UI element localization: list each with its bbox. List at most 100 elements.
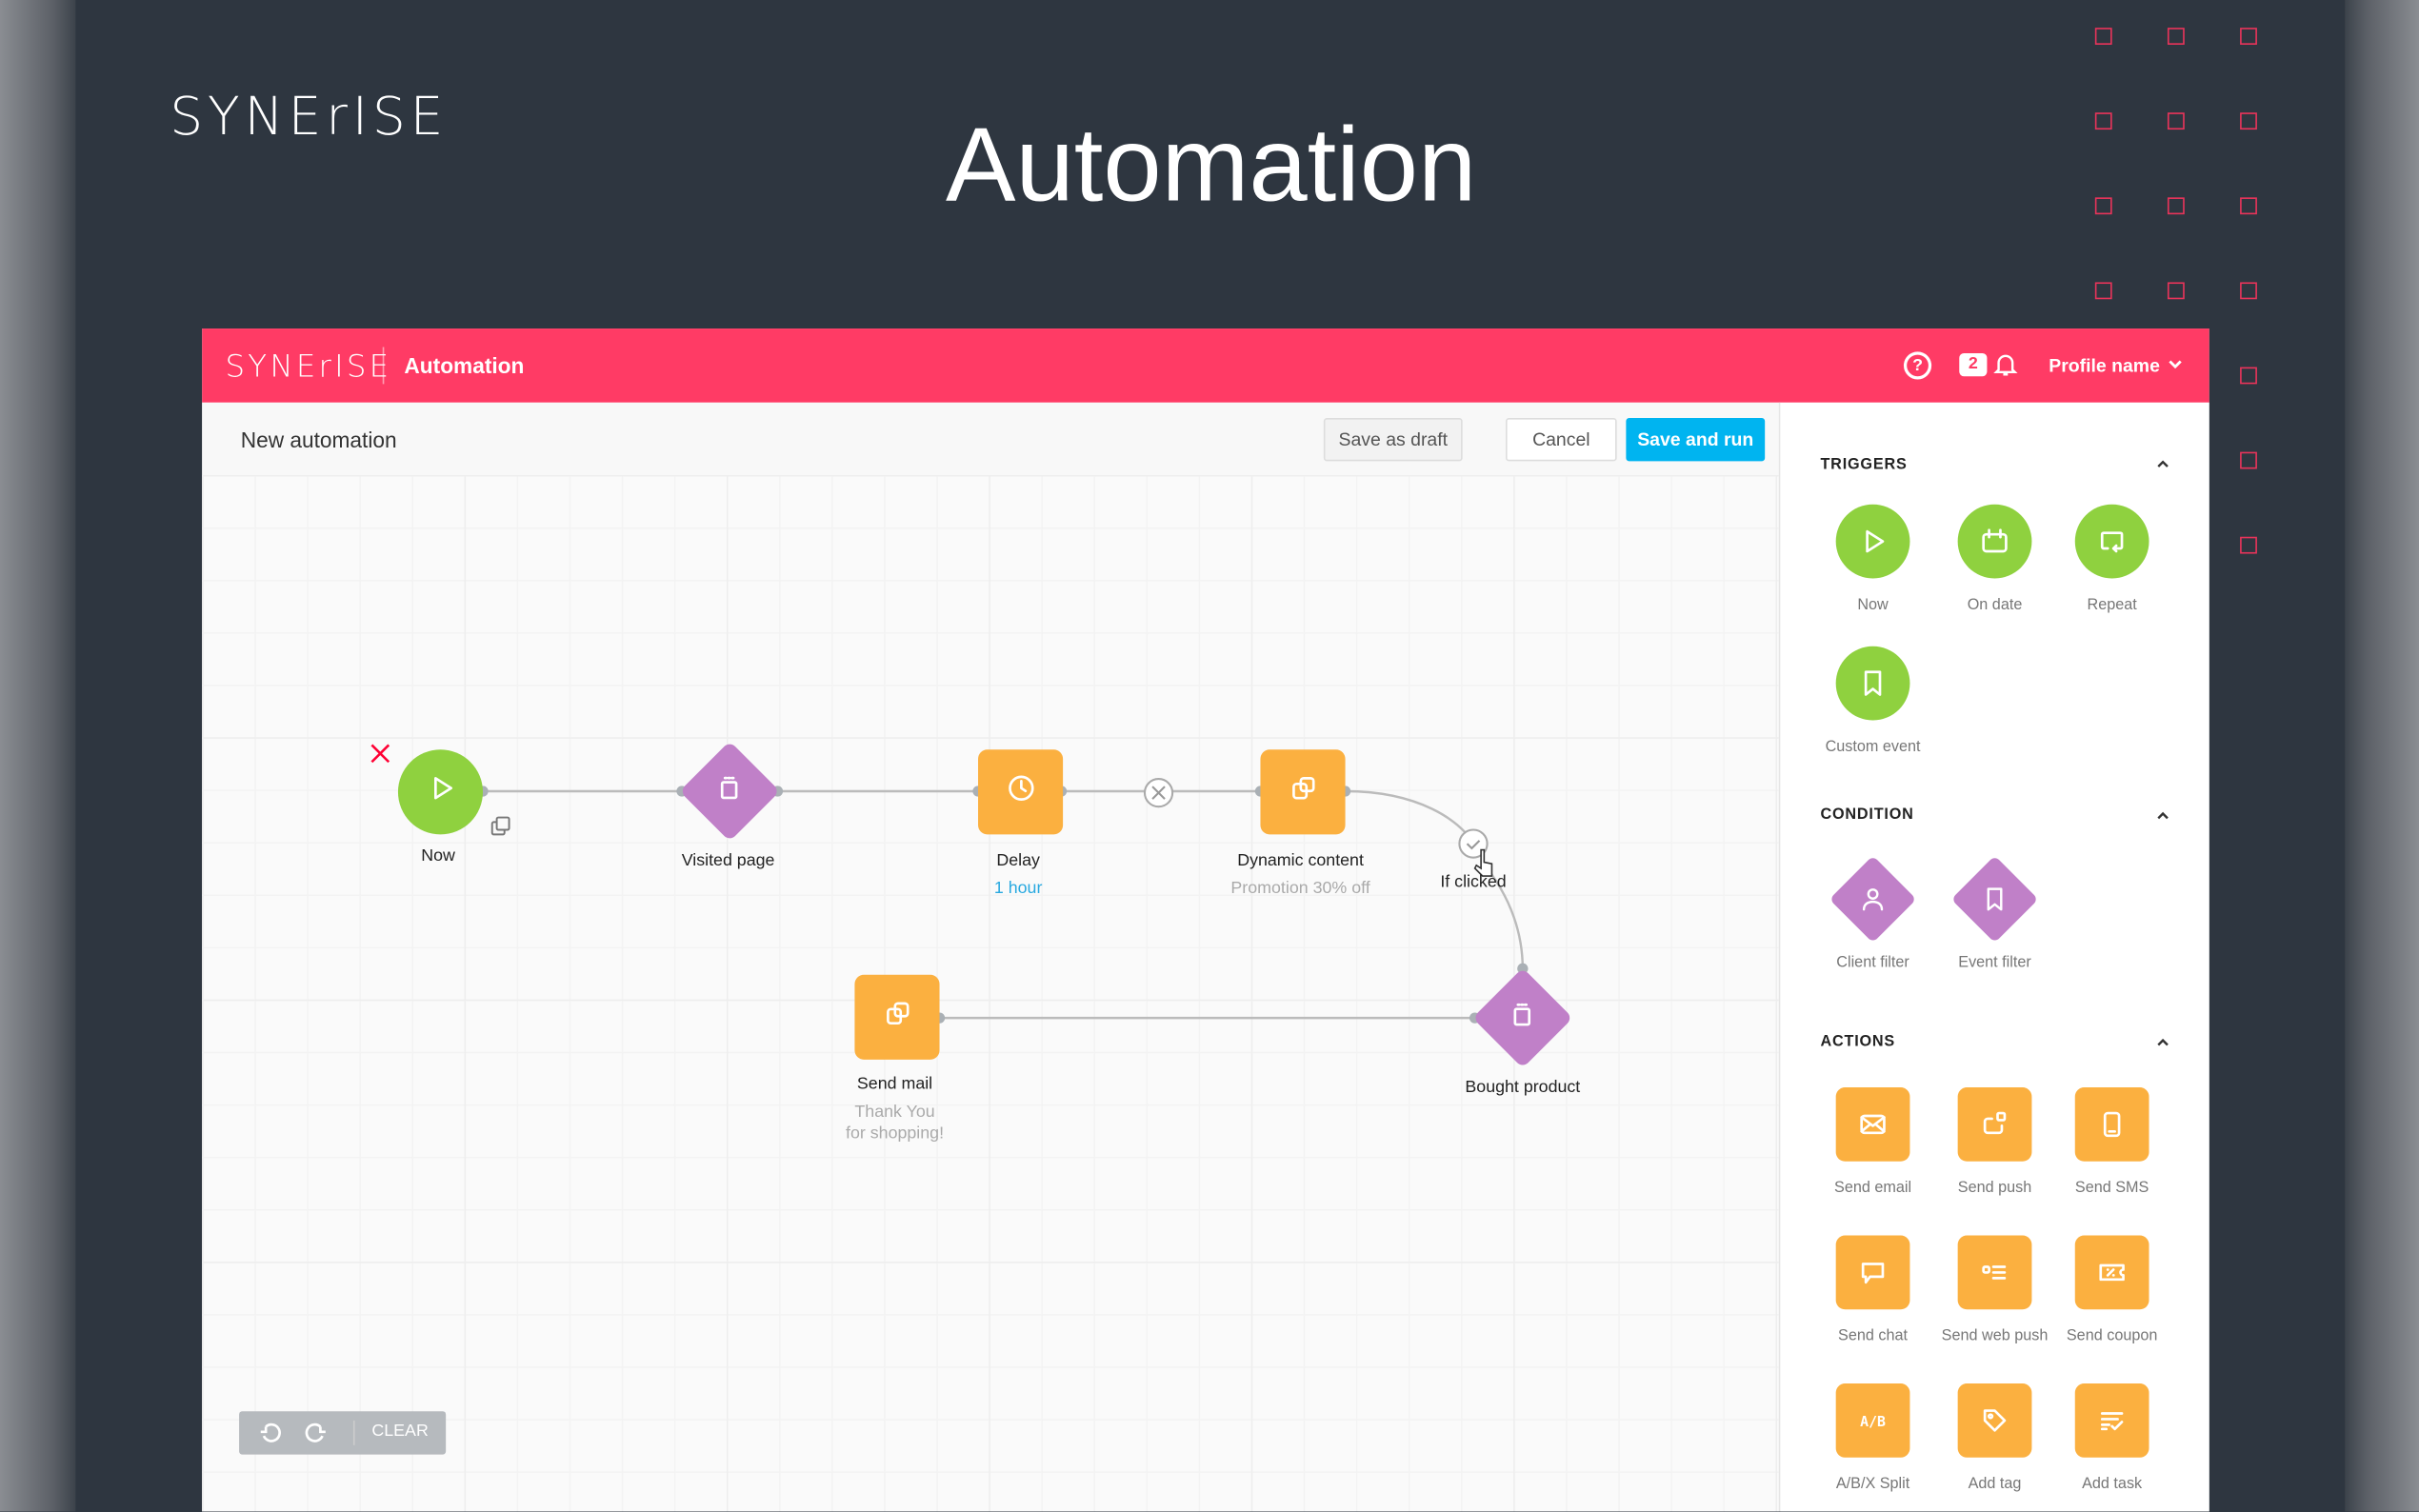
play-icon xyxy=(424,771,458,813)
condition-if-clicked-label: If clicked xyxy=(1440,872,1507,892)
history-controls: CLEAR xyxy=(239,1411,447,1455)
task-icon xyxy=(2074,1383,2149,1458)
actions-heading: ACTIONS xyxy=(1820,1033,1896,1051)
save-draft-button[interactable]: Save as draft xyxy=(1323,417,1463,462)
duplicate-icon[interactable] xyxy=(490,816,510,836)
palette-item-label: On date xyxy=(1967,596,2023,614)
palette-item-add-task[interactable]: Add task xyxy=(2050,1383,2174,1493)
app-logo[interactable]: SYNErISE xyxy=(225,347,392,385)
app-header: SYNErISE Automation ? 2 Profile name xyxy=(202,328,2209,403)
node-delay-label: Delay xyxy=(996,851,1040,870)
hero-title: Automation xyxy=(945,106,1477,224)
node-dynamic-content-label: Dynamic content xyxy=(1237,851,1364,870)
sms-icon xyxy=(2074,1087,2149,1162)
page-icon xyxy=(1506,997,1540,1039)
decor-square xyxy=(2240,28,2257,45)
help-icon[interactable]: ? xyxy=(1903,351,1932,380)
node-send-mail[interactable] xyxy=(854,974,940,1060)
palette-item-label: Send web push xyxy=(1941,1327,2049,1345)
ab-icon: A/B xyxy=(1835,1383,1910,1458)
palette-item-label: Send push xyxy=(1957,1180,2032,1198)
palette-item-label: Custom event xyxy=(1825,738,1921,756)
node-now-label: Now xyxy=(421,846,455,865)
node-bought-product[interactable] xyxy=(1472,967,1573,1068)
save-and-run-button[interactable]: Save and run xyxy=(1626,417,1766,462)
components-panel: TRIGGERS CONDITION ACTIONS Now On date Rep… xyxy=(1778,402,2209,1512)
decor-square xyxy=(2167,28,2185,45)
palette-item-repeat[interactable]: Repeat xyxy=(2050,504,2174,614)
palette-item-send-email[interactable]: Send email xyxy=(1811,1087,1935,1197)
bookmark-icon xyxy=(1835,646,1910,721)
node-dynamic-content[interactable] xyxy=(1260,749,1346,835)
condition-heading: CONDITION xyxy=(1820,806,1914,825)
cancel-button[interactable]: Cancel xyxy=(1506,417,1617,462)
user-icon xyxy=(1829,855,1917,944)
palette-item-event-filter[interactable]: Event filter xyxy=(1933,855,2057,972)
triggers-heading: TRIGGERS xyxy=(1820,456,1908,474)
palette-item-send-chat[interactable]: Send chat xyxy=(1811,1235,1935,1345)
notification-badge[interactable]: 2 xyxy=(1959,352,1988,377)
clear-button[interactable]: CLEAR xyxy=(371,1422,429,1441)
palette-item-label: Add task xyxy=(2082,1476,2143,1494)
coupon-icon xyxy=(2074,1235,2149,1310)
decor-square xyxy=(2240,451,2257,469)
mail-icon xyxy=(1835,1087,1910,1162)
app-window: SYNErISE Automation ? 2 Profile name New… xyxy=(202,328,2209,1512)
palette-item-custom-event[interactable]: Custom event xyxy=(1811,646,1935,756)
decor-square xyxy=(2167,197,2185,215)
palette-item-now[interactable]: Now xyxy=(1811,504,1935,614)
palette-item-label: Send chat xyxy=(1838,1327,1909,1345)
palette-item-a-b-x-split[interactable]: A/B A/B/X Split xyxy=(1811,1383,1935,1493)
palette-item-send-sms[interactable]: Send SMS xyxy=(2050,1087,2174,1197)
chevron-up-icon[interactable] xyxy=(2153,1033,2171,1051)
palette-item-on-date[interactable]: On date xyxy=(1933,504,2057,614)
node-now[interactable] xyxy=(397,749,484,835)
palette-item-label: Send coupon xyxy=(2066,1327,2158,1345)
push-icon xyxy=(1957,1087,2032,1162)
page-icon xyxy=(712,770,747,812)
decor-square xyxy=(2167,282,2185,300)
palette-item-label: Now xyxy=(1857,596,1889,614)
toolbar: New automation Save as draft Cancel Save… xyxy=(202,402,1779,475)
palette-item-add-tag[interactable]: Add tag xyxy=(1933,1383,2057,1493)
bell-icon[interactable] xyxy=(1991,350,2019,378)
palette-item-label: Send SMS xyxy=(2074,1180,2149,1198)
decor-square xyxy=(2240,197,2257,215)
chat-icon xyxy=(1835,1235,1910,1310)
left-backdrop xyxy=(0,0,76,1512)
chevron-up-icon[interactable] xyxy=(2153,806,2171,825)
brand-logo: SYNErISE xyxy=(170,86,449,149)
decor-square xyxy=(2167,112,2185,130)
palette-item-label: Send email xyxy=(1834,1180,1912,1198)
undo-icon[interactable] xyxy=(258,1421,283,1445)
node-delay-value: 1 hour xyxy=(993,879,1043,898)
remove-connection-icon[interactable] xyxy=(1143,777,1174,808)
decor-square xyxy=(2094,282,2112,300)
palette-item-client-filter[interactable]: Client filter xyxy=(1811,855,1935,972)
palette-item-send-push[interactable]: Send push xyxy=(1933,1087,2057,1197)
svg-text:A/B: A/B xyxy=(1860,1414,1886,1430)
flow-canvas[interactable]: Now Visited page Delay 1 hour Dynamic co… xyxy=(202,474,1779,1512)
chevron-up-icon[interactable] xyxy=(2153,455,2171,473)
delete-icon[interactable] xyxy=(370,744,390,764)
chevron-down-icon[interactable] xyxy=(2165,353,2187,375)
palette-item-label: Repeat xyxy=(2087,596,2137,614)
redo-icon[interactable] xyxy=(304,1421,329,1445)
palette-item-label: A/B/X Split xyxy=(1835,1476,1910,1494)
automation-name[interactable]: New automation xyxy=(240,427,397,452)
node-visited-page[interactable] xyxy=(679,741,780,842)
node-delay[interactable] xyxy=(978,749,1064,835)
palette-item-send-web-push[interactable]: Send web push xyxy=(1933,1235,2057,1345)
clock-icon xyxy=(1004,771,1038,813)
palette-item-send-coupon[interactable]: Send coupon xyxy=(2050,1235,2174,1345)
decor-square xyxy=(2094,112,2112,130)
play-icon xyxy=(1835,504,1910,579)
profile-menu[interactable]: Profile name xyxy=(2049,354,2160,377)
hand-cursor-icon xyxy=(1473,848,1493,877)
palette-item-label: Event filter xyxy=(1958,954,2031,972)
divider xyxy=(382,347,385,385)
palette-item-label: Add tag xyxy=(1968,1476,2022,1494)
node-bought-product-label: Bought product xyxy=(1465,1078,1581,1097)
dynamic-content-icon xyxy=(1286,771,1320,813)
